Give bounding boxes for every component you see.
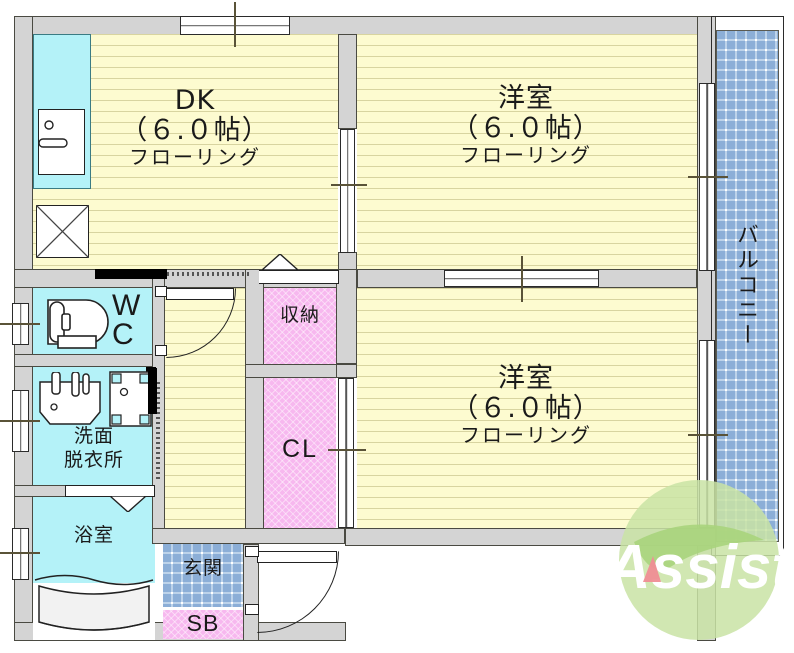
label-genkan-text: 玄関 (182, 557, 223, 579)
balcony-floor (716, 30, 779, 542)
sliding-door-dk-hallway[interactable] (95, 269, 167, 279)
opening-tick-window-bath (0, 552, 40, 554)
label-bath: 浴室 (38, 524, 150, 546)
washing-machine-pan-icon (109, 371, 152, 427)
closet-sliding-door[interactable] (338, 378, 354, 528)
partition-wall-shuno-cl (245, 364, 337, 378)
opening-tick-window-bedroom-bottom (688, 434, 728, 436)
label-sanitary-line1: 洗面 (73, 425, 114, 447)
label-sb-text: SB (186, 610, 220, 636)
opening-tick-window-sanitary (0, 420, 40, 422)
label-bedroom-bottom: 洋室 （６.０帖） フローリング (426, 363, 626, 448)
opening-dk-hallway-dotted (167, 272, 275, 276)
label-bedroom-top: 洋室 （６.０帖） フローリング (426, 83, 626, 168)
opening-tick-window-between-bedrooms (521, 256, 523, 302)
label-balcony-text: バルコニー (733, 222, 758, 348)
label-sb: SB (166, 610, 240, 637)
opening-tick-window-bedroom-top (688, 176, 728, 178)
partition-wall-hallway-bottom (152, 528, 345, 544)
wash-basin-icon (39, 372, 101, 425)
window-bath-left[interactable] (12, 528, 29, 580)
sb-floor (163, 610, 243, 639)
opening-tick-window-dk-top (234, 2, 236, 47)
label-bedroom-bottom-material: フローリング (460, 423, 592, 448)
door-jamb-entrance-upper (245, 546, 259, 557)
partition-wall-storage-bedroom (336, 269, 357, 364)
label-closet-text: CL (282, 435, 318, 463)
stove-cross-icon (36, 205, 89, 258)
opening-tick-dk-bedroom (331, 184, 367, 186)
partition-wall-bedroom-bottom (345, 528, 716, 546)
exterior-wall-top (14, 16, 716, 35)
door-jamb-hallway-top-upper (155, 286, 167, 297)
label-wc: W C (112, 289, 156, 351)
opening-tick-window-wc (0, 323, 40, 325)
bathtub-icon (34, 574, 154, 631)
opening-hallway-sanitary-dotted (156, 382, 160, 482)
label-wc-line2: C (112, 317, 135, 351)
bath-door-open-direction-icon (110, 496, 146, 512)
label-bedroom-top-material: フローリング (460, 143, 592, 168)
room-floor-bedroom-bottom (357, 288, 697, 528)
storage-floor-closet (264, 378, 336, 528)
label-wc-line1: W (112, 289, 142, 322)
label-dk-size: （６.０帖） (120, 115, 270, 147)
sanitary-right-jamb-black (148, 368, 157, 414)
storage-floor-shuno (264, 288, 336, 364)
label-sanitary: 洗面 脱衣所 (38, 425, 150, 473)
partition-wall-dk-bedroom (338, 34, 357, 129)
door-swing-entrance (257, 551, 339, 633)
label-bath-text: 浴室 (73, 524, 114, 546)
bath-floor (33, 497, 155, 590)
label-dk: DK （６.０帖） フローリング (100, 85, 290, 170)
kitchen-faucet-icon (38, 120, 68, 148)
shuno-door-open-direction-icon (262, 254, 298, 270)
door-shuno[interactable] (253, 270, 339, 284)
label-closet: CL (264, 435, 336, 463)
label-dk-material: フローリング (129, 145, 261, 170)
door-jamb-hallway-top-lower (155, 345, 167, 356)
toilet-icon (47, 299, 109, 349)
label-bedroom-top-name: 洋室 (498, 83, 554, 114)
genkan-floor (163, 544, 243, 607)
partition-wall-wc-sanitary (14, 354, 164, 367)
label-bedroom-top-size: （６.０帖） (451, 113, 601, 145)
partition-wall-storage-bedroom-lower (336, 364, 357, 378)
door-jamb-entrance-lower (245, 604, 259, 615)
label-balcony: バルコニー (733, 200, 758, 370)
label-genkan: 玄関 (166, 557, 240, 579)
opening-tick-closet (328, 449, 366, 451)
label-sanitary-line2: 脱衣所 (63, 448, 124, 471)
label-bedroom-bottom-name: 洋室 (498, 363, 554, 394)
door-jamb-bedroom-bottom (249, 270, 259, 284)
label-shuno: 収納 (264, 304, 336, 326)
label-shuno-text: 収納 (279, 304, 320, 326)
label-bedroom-bottom-size: （６.０帖） (451, 393, 601, 425)
room-floor-bedroom-top (357, 34, 697, 269)
label-dk-name: DK (174, 85, 216, 116)
partition-wall-hall-storage (245, 269, 264, 544)
sliding-door-dk-bedroom[interactable] (340, 129, 355, 253)
